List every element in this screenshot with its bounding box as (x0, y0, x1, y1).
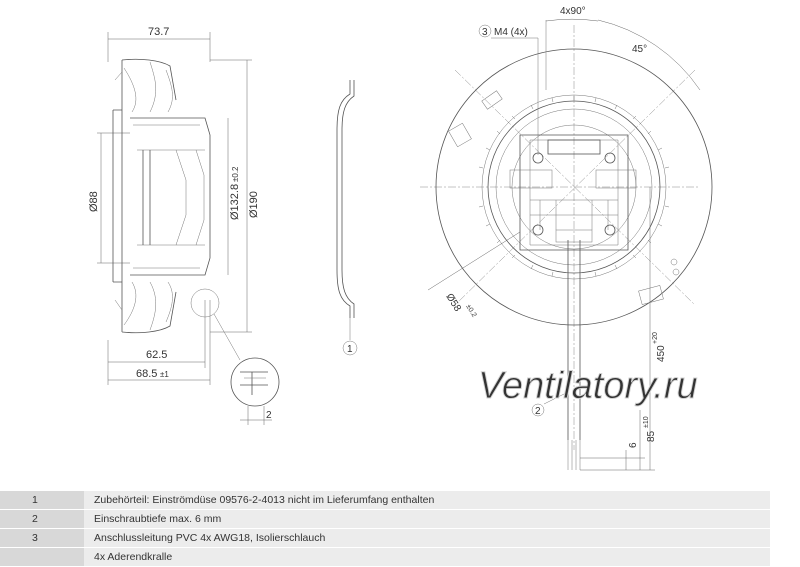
legend-num: 2 (0, 509, 84, 529)
legend-text: Zubehörteil: Einströmdüse 09576-2-4013 n… (84, 491, 770, 510)
legend-text: Anschlussleitung PVC 4x AWG18, Isoliersc… (84, 528, 770, 548)
dim-cable-6: 6 (628, 442, 639, 448)
legend-row: 2 Einschraubtiefe max. 6 mm (0, 509, 770, 529)
dim-inner-dia-tol: ±0.2 (231, 166, 240, 182)
side-view: 73.7 Ø88 Ø132.8 ±0.2 Ø190 62.5 68.5 (88, 26, 280, 425)
legend-table: 1 Zubehörteil: Einströmdüse 09576-2-4013… (0, 491, 770, 567)
watermark: Ventilatory.ru (478, 365, 698, 407)
legend-row: 3 Anschlussleitung PVC 4x AWG18, Isolier… (0, 528, 770, 548)
dim-depth-68: 68.5 (136, 368, 157, 380)
callout-2: 2 (535, 406, 541, 417)
dim-depth-68-tol: ±1 (160, 370, 169, 379)
dim-angle-4x90: 4x90° (560, 6, 586, 17)
dim-inner-dia: Ø132.8 (229, 184, 241, 220)
callout-3: 3 (482, 27, 488, 38)
legend-row: 1 Zubehörteil: Einströmdüse 09576-2-4013… (0, 491, 770, 510)
legend-text: Einschraubtiefe max. 6 mm (84, 509, 770, 529)
dim-detail-2: 2 (266, 410, 272, 421)
legend-num (0, 547, 84, 567)
dim-cable-450-tol: +20 (652, 332, 659, 344)
dim-mount-dia-tol: ±0.2 (464, 303, 477, 318)
legend-text: 4x Aderendkralle (84, 547, 770, 567)
dim-cable-85-tol: ±10 (643, 416, 650, 428)
legend-num: 3 (0, 528, 84, 548)
dim-mount-dia: Ø58 (443, 292, 463, 314)
front-view: 3 M4 (4x) 4x90° 45° Ø58 ±0.2 450 +20 85 … (420, 6, 713, 471)
dim-depth-62: 62.5 (146, 349, 167, 361)
dim-outer-dia: Ø190 (248, 191, 260, 218)
dim-cable-85: 85 (646, 430, 657, 442)
dim-width-top: 73.7 (148, 26, 169, 38)
technical-drawing: 73.7 Ø88 Ø132.8 ±0.2 Ø190 62.5 68.5 (88, 6, 713, 471)
legend-num: 1 (0, 491, 84, 510)
dim-cable-450: 450 (656, 345, 667, 362)
callout-3-label: M4 (4x) (494, 27, 528, 38)
dim-angle-45: 45° (632, 44, 647, 55)
inlet-nozzle-section: 1 (336, 80, 358, 356)
legend-row: 4x Aderendkralle (0, 547, 770, 567)
dim-hub-dia: Ø88 (88, 191, 100, 212)
callout-1: 1 (347, 344, 353, 355)
